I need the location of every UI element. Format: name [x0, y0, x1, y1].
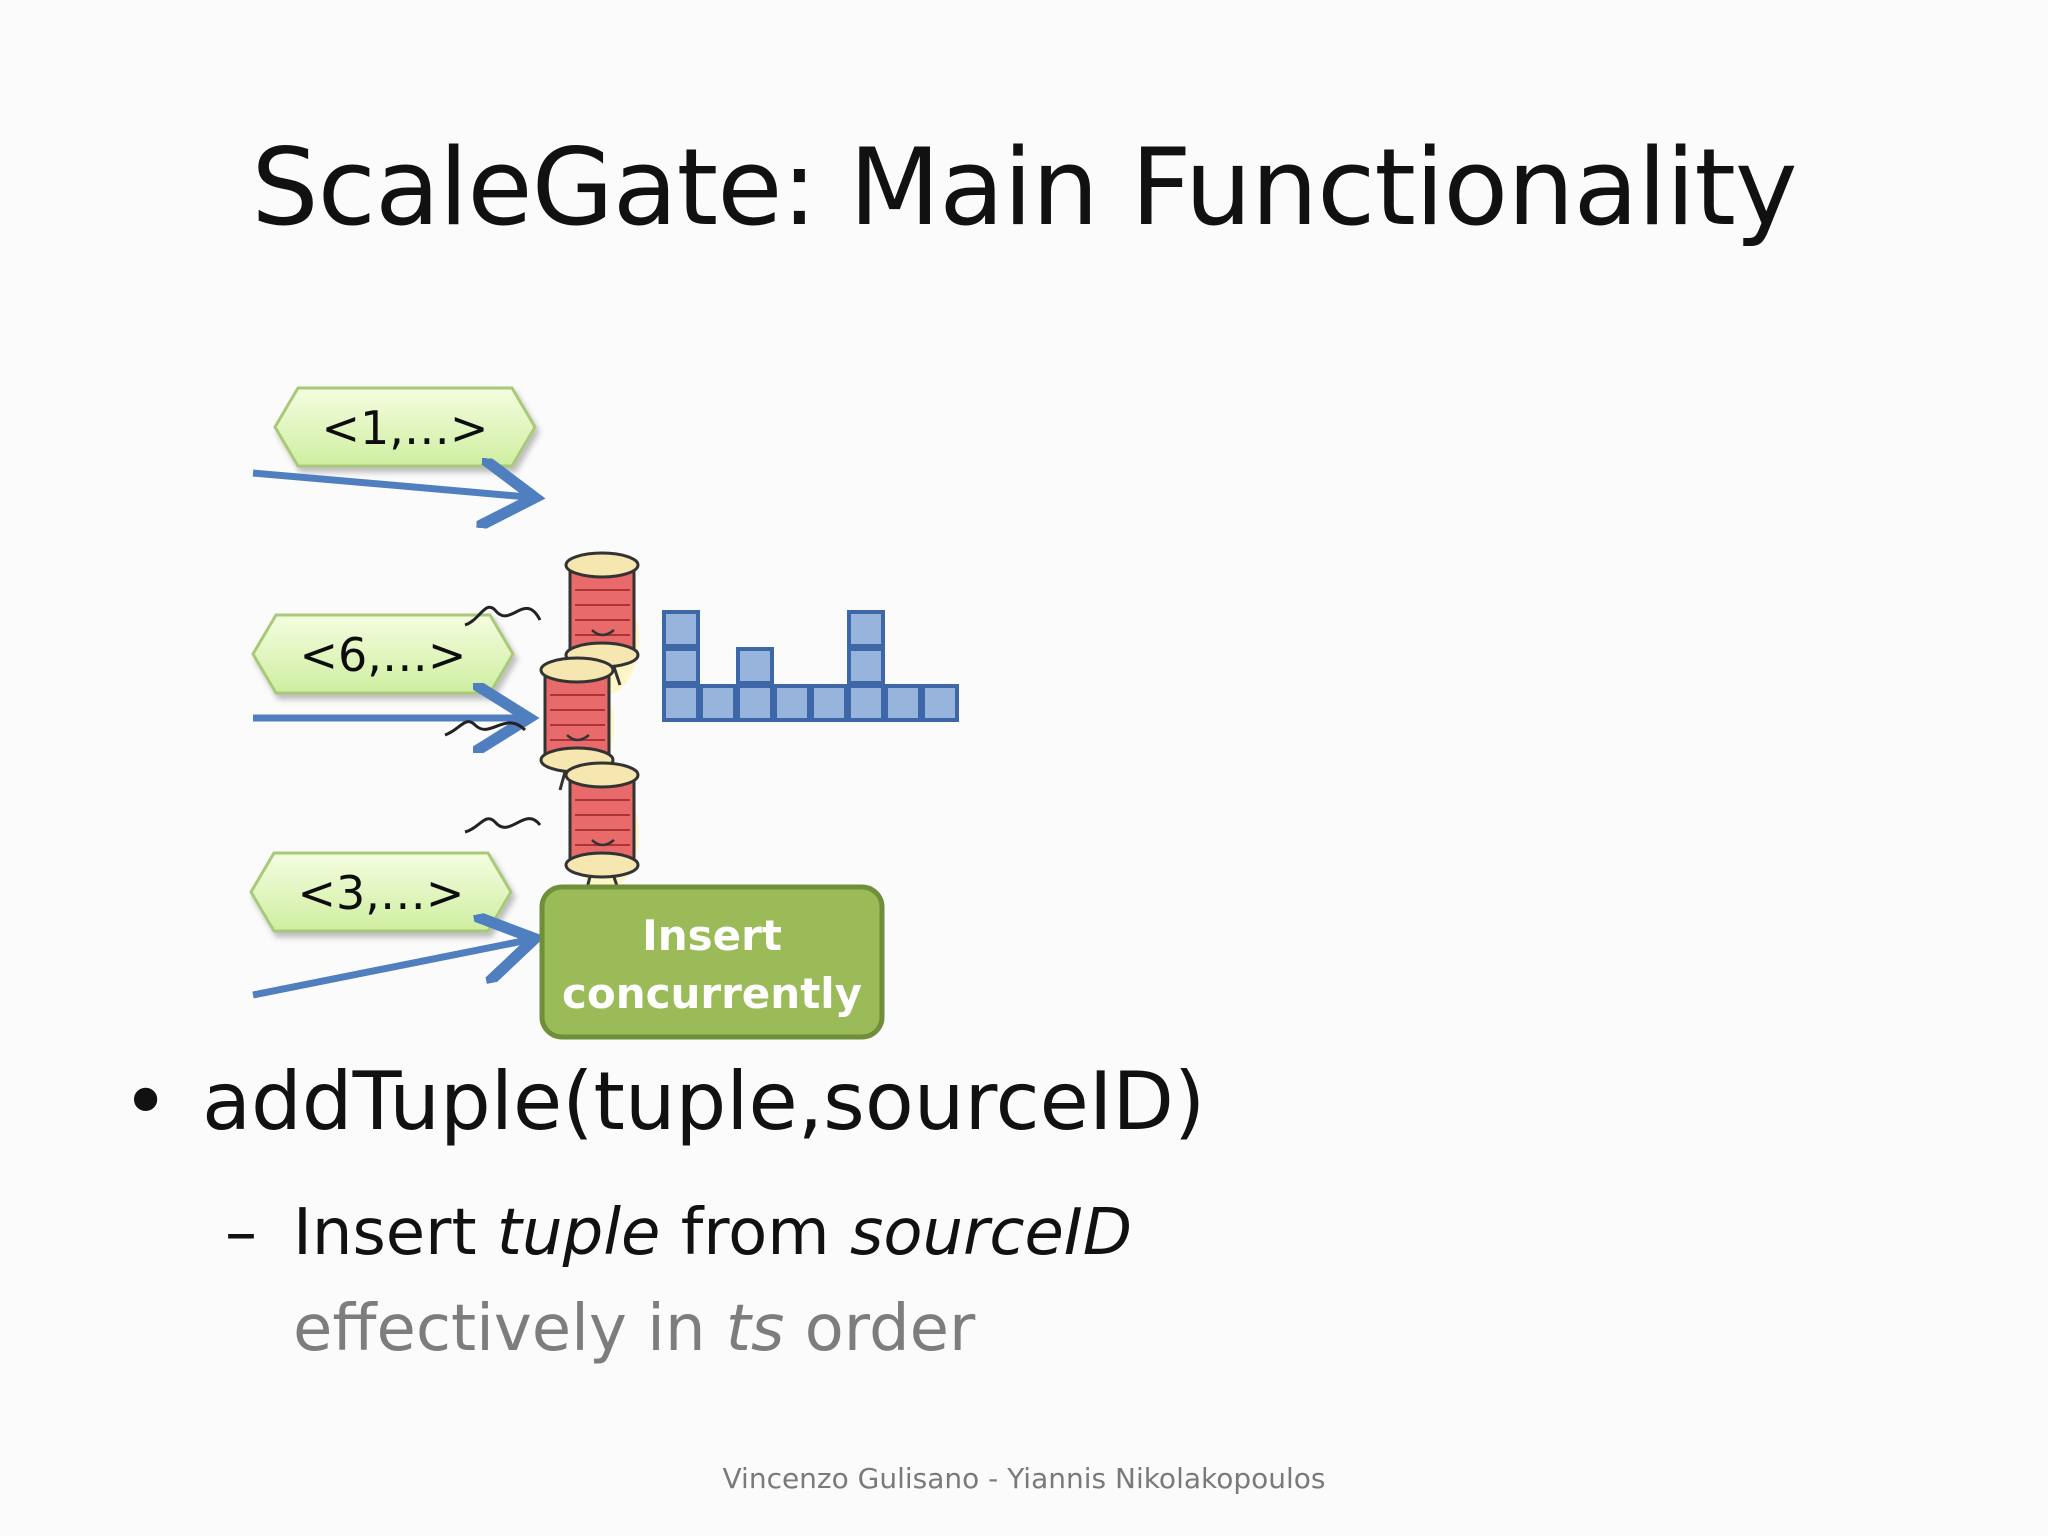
- insert-concurrently-box: Insert concurrently: [539, 884, 885, 1040]
- structure-block: [699, 684, 737, 722]
- structure-block: [736, 647, 774, 685]
- thread-spool-icon: [464, 761, 640, 896]
- source-arrow-3: [252, 940, 528, 999]
- source-arrow-1: [252, 473, 528, 497]
- tuple-tag-label: <1,…>: [322, 401, 489, 455]
- structure-block: [847, 684, 885, 722]
- thread-spool-icon: [464, 551, 640, 695]
- structure-block: [921, 684, 959, 722]
- structure-block: [810, 684, 848, 722]
- sub-line2-b: order: [784, 1292, 976, 1366]
- tuple-tag-2: <6,…>: [251, 613, 515, 695]
- bullet-dot: •: [122, 1055, 170, 1148]
- insert-box-line1: Insert: [642, 911, 782, 960]
- slide-footer: Vincenzo Gulisano - Yiannis Nikolakopoul…: [722, 1462, 1326, 1495]
- structure-block: [662, 610, 700, 648]
- sub-prefix: Insert: [293, 1196, 497, 1270]
- scalegate-diagram: <1,…> <6,…> <3,…>: [249, 386, 959, 1040]
- sub-em-tuple: tuple: [496, 1196, 661, 1270]
- structure-block: [847, 610, 885, 648]
- bullet-main-text: addTuple(tuple,sourceID): [202, 1055, 1206, 1148]
- scalegate-structure: [662, 610, 959, 722]
- sub-em-sourceid: sourceID: [849, 1196, 1133, 1270]
- tuple-tag-3: <3,…>: [249, 851, 513, 933]
- structure-block: [662, 684, 700, 722]
- structure-block: [662, 647, 700, 685]
- structure-block: [773, 684, 811, 722]
- tuple-tag-label: <3,…>: [298, 866, 465, 920]
- sub-mid: from: [660, 1196, 850, 1270]
- structure-block: [847, 647, 885, 685]
- tuple-tag-label: <6,…>: [300, 628, 467, 682]
- bullet-add-tuple: • addTuple(tuple,sourceID): [122, 1055, 1205, 1148]
- sub-bullet-dash: –: [225, 1196, 257, 1270]
- sub-line2-a: effectively in: [293, 1292, 726, 1366]
- structure-block: [736, 684, 774, 722]
- slide-title: ScaleGate: Main Functionality: [251, 126, 1797, 249]
- insert-box-line2: concurrently: [562, 969, 862, 1018]
- sub-line2: effectively in ts order: [225, 1281, 1132, 1377]
- thread-spool-icon: [444, 656, 615, 791]
- sub-bullet-description: –Insert tuple from sourceID effectively …: [225, 1185, 1132, 1377]
- structure-block: [884, 684, 922, 722]
- tuple-tag-1: <1,…>: [273, 386, 537, 468]
- sub-line2-em: ts: [725, 1292, 785, 1366]
